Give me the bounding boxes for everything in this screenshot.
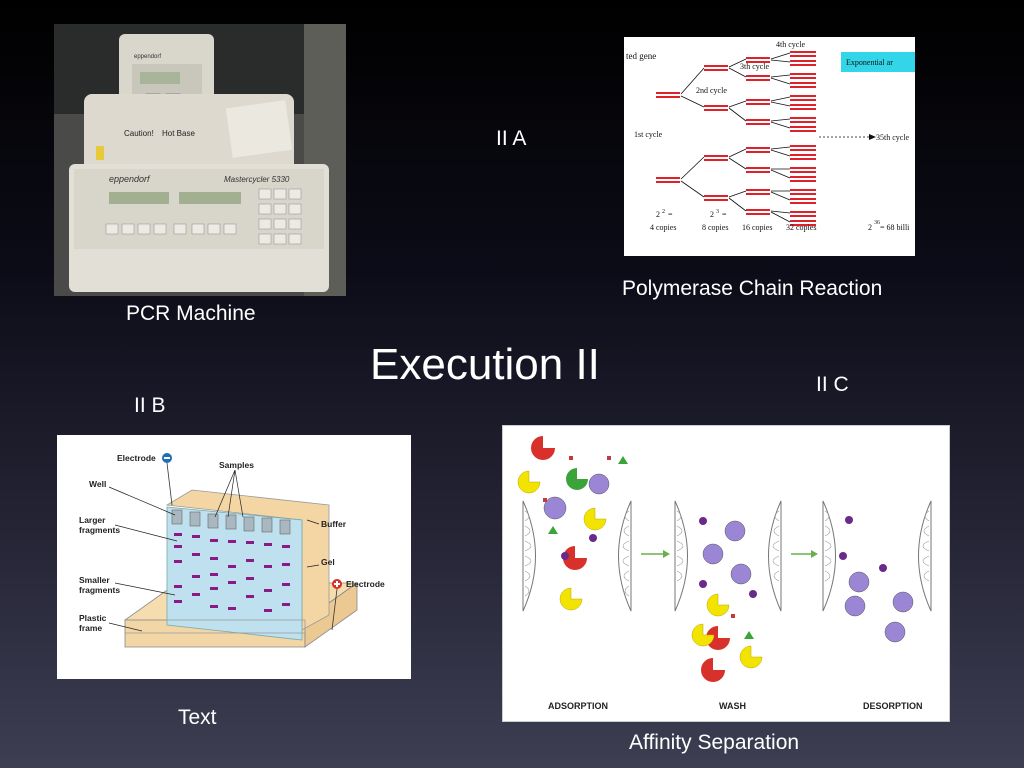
machine-top-brand: eppendorf [134, 54, 161, 60]
copies-8: 8 copies [702, 223, 728, 232]
svg-text:=: = [722, 210, 727, 219]
gel-caption: Text [178, 706, 217, 729]
machine-hotbase-label: Hot Base [162, 129, 195, 138]
stage-adsorption: ADSORPTION [548, 701, 608, 711]
gel-electrode-pos-label: Electrode [346, 579, 385, 589]
copies-32: 32 copies [786, 223, 816, 232]
pcr-diagram-image: ted gene 1st cycle 2nd cycle 3th cycle 4… [624, 37, 915, 256]
copies-4: 4 copies [650, 223, 676, 232]
slide-title: Execution II [370, 340, 600, 389]
pow-2-base: 2 [656, 210, 660, 219]
gel-buffer-label: Buffer [321, 519, 347, 529]
stage-wash: WASH [719, 701, 746, 711]
gel-electrophoresis-image: Electrode Samples Well Larger fragments … [57, 435, 411, 679]
machine-caution-label: Caution! [124, 129, 154, 138]
copies-16: 16 copies [742, 223, 772, 232]
gel-samples-label: Samples [219, 460, 254, 470]
cycle-label-3: 3th cycle [740, 62, 770, 71]
svg-text:3: 3 [716, 209, 719, 215]
machine-brand: eppendorf [109, 174, 151, 184]
billion-label: = 68 billi [880, 223, 910, 232]
gel-plastic-label: Plastic [79, 613, 107, 623]
gel-electrode-top-label: Electrode [117, 453, 156, 463]
gel-frame-label: frame [79, 623, 102, 633]
gel-well-label: Well [89, 479, 106, 489]
pow-36-base: 2 [868, 223, 872, 232]
pcr-machine-image: eppendorf Caution! Hot Base eppendorf Ma… [54, 24, 346, 296]
gel-larger-frag-label: fragments [79, 525, 120, 535]
pcr-machine-caption: PCR Machine [126, 302, 256, 325]
label-ii-a: II A [496, 127, 527, 150]
cycle-label-2: 2nd cycle [696, 86, 727, 95]
exponential-box [841, 52, 915, 72]
pow-3-base: 2 [710, 210, 714, 219]
svg-text:36: 36 [874, 220, 880, 226]
svg-text:2: 2 [662, 209, 665, 215]
machine-model: Mastercycler 5330 [224, 175, 290, 184]
exponential-label: Exponential ar [846, 58, 893, 67]
label-ii-c: II C [816, 373, 849, 396]
svg-text:=: = [668, 210, 673, 219]
label-ii-b: II B [134, 394, 166, 417]
gel-smaller-label: Smaller [79, 575, 110, 585]
cycle-label-1: 1st cycle [634, 130, 663, 139]
cycle-35-label: 35th cycle [876, 133, 910, 142]
gel-gel-label: Gel [321, 557, 335, 567]
stage-desorption: DESORPTION [863, 701, 923, 711]
pcr-diagram-heading: ted gene [626, 51, 656, 61]
pcr-diagram-caption: Polymerase Chain Reaction [622, 277, 883, 300]
affinity-caption: Affinity Separation [629, 731, 800, 754]
cycle-label-4: 4th cycle [776, 40, 806, 49]
gel-smaller-frag-label: fragments [79, 585, 120, 595]
gel-larger-label: Larger [79, 515, 106, 525]
affinity-separation-image: ADSORPTION WASH DESORPTION [502, 425, 950, 722]
